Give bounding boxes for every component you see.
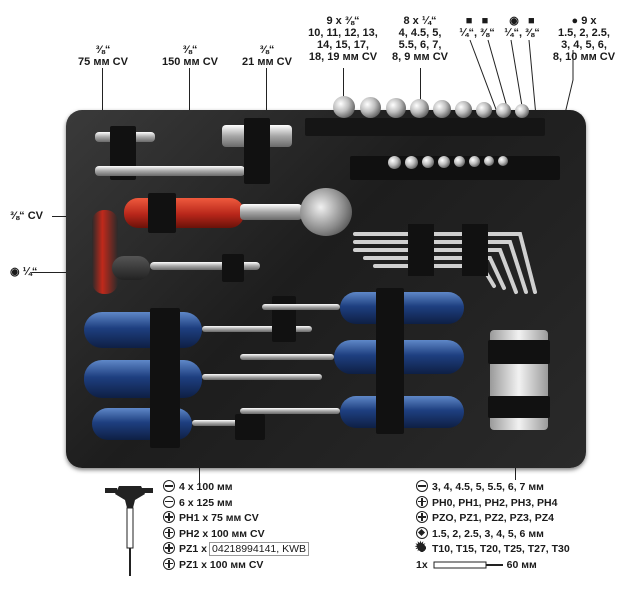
legend-text: PZ1 x 100 мм CV bbox=[179, 558, 264, 571]
slotted-icon bbox=[163, 495, 175, 508]
slotted-icon bbox=[163, 480, 175, 492]
legend-row: 4 x 100 мм bbox=[163, 480, 309, 496]
small-socket-icon bbox=[484, 156, 494, 166]
legend-text: 1.5, 2, 2.5, 3, 4, 5, 6 мм bbox=[432, 527, 544, 540]
screwdriver-handle-drawing bbox=[105, 486, 153, 576]
sockets-14-label: 8 x ¼“ 4, 4.5, 5, 5.5, 6, 7, 8, 9 мм CV bbox=[391, 15, 448, 63]
legend-text: 60 мм bbox=[506, 558, 537, 571]
small-socket-icon bbox=[498, 156, 508, 166]
screwdriver-shaft-icon bbox=[262, 304, 340, 310]
pozidriv-icon bbox=[416, 511, 428, 523]
legend-text: PH0, PH1, PH2, PH3, PH4 bbox=[432, 496, 558, 509]
extension-150-label: ⅜“ 150 мм CV bbox=[161, 44, 219, 68]
legend-text: T10, T15, T20, T25, T27, T30 bbox=[432, 543, 570, 555]
strap bbox=[488, 340, 550, 364]
small-socket-icon bbox=[454, 156, 465, 167]
phillips-icon bbox=[163, 526, 175, 539]
strap bbox=[148, 193, 176, 233]
legend-row: PH1 x 75 мм CV bbox=[163, 511, 309, 527]
legend-row: 3, 4, 4.5, 5, 5.5, 6, 7 мм bbox=[416, 480, 570, 496]
small-socket-icon bbox=[469, 156, 480, 167]
screwdriver-handle-icon bbox=[84, 360, 202, 398]
strap bbox=[235, 414, 265, 440]
socket-icon bbox=[476, 102, 492, 118]
leader-line bbox=[266, 68, 267, 140]
socket-icon bbox=[515, 104, 529, 118]
legend-text: 4 x 100 мм bbox=[179, 481, 233, 493]
legend-row: 1x 60 мм bbox=[416, 558, 570, 574]
phillips-icon bbox=[163, 511, 175, 523]
sockets-38-label: 9 x ⅜“ 10, 11, 12, 13, 14, 15, 17, 18, 1… bbox=[308, 15, 378, 63]
legend-right: 3, 4, 4.5, 5, 5.5, 6, 7 мм PH0, PH1, PH2… bbox=[415, 480, 570, 574]
driver-shaft-icon bbox=[150, 262, 260, 270]
small-socket-icon bbox=[422, 156, 434, 168]
socket-icon bbox=[386, 98, 406, 118]
socket-icon bbox=[360, 97, 381, 118]
socket-icon bbox=[433, 100, 451, 118]
hex-icon bbox=[416, 526, 428, 539]
extension-150-icon bbox=[95, 166, 245, 176]
slotted-icon bbox=[416, 480, 428, 492]
hex-keys-icon bbox=[353, 224, 537, 294]
legend-text: PZO, PZ1, PZ2, PZ3, PZ4 bbox=[432, 512, 554, 524]
legend-text: PH1 x 75 мм CV bbox=[179, 512, 259, 524]
small-socket-icon bbox=[388, 156, 401, 169]
torx-icon bbox=[415, 539, 428, 555]
small-socket-icon bbox=[405, 156, 418, 169]
strap bbox=[488, 396, 550, 418]
ratchet-label: ⅜“ CV bbox=[10, 210, 44, 222]
bit-holder-small-icon bbox=[433, 561, 503, 569]
screwdriver-shaft-icon bbox=[240, 354, 334, 360]
driver-label: ◉ ¼“ bbox=[10, 266, 38, 278]
pozidriv-icon bbox=[163, 542, 175, 554]
legend-text: PZ1 x bbox=[179, 543, 208, 555]
phillips-icon bbox=[416, 495, 428, 508]
extension-75-label: ⅜“ 75 мм CV bbox=[78, 44, 128, 68]
legend-text: 3, 4, 4.5, 5, 5.5, 6, 7 мм bbox=[432, 481, 544, 493]
legend-row: T10, T15, T20, T25, T27, T30 bbox=[415, 539, 570, 558]
hex-keys-label: ● 9 x 1.5, 2, 2.5, 3, 4, 5, 6, 8, 10 мм … bbox=[552, 15, 616, 63]
legend-text: 1x bbox=[416, 558, 428, 571]
strap bbox=[222, 254, 244, 282]
leader-line bbox=[102, 68, 103, 132]
legend-row: PZO, PZ1, PZ2, PZ3, PZ4 bbox=[416, 511, 570, 527]
screwdriver-handle-icon bbox=[84, 312, 202, 348]
pozidriv-icon bbox=[163, 557, 175, 570]
leader-line bbox=[343, 68, 344, 98]
extension-21-label: ⅜“ 21 мм CV bbox=[242, 44, 292, 68]
article-code-box[interactable]: 04218994141, KWB bbox=[209, 542, 310, 556]
legend-text: PH2 x 100 мм CV bbox=[179, 527, 265, 540]
strap bbox=[272, 296, 296, 342]
ratchet-shaft-icon bbox=[240, 204, 302, 220]
socket-icon bbox=[333, 96, 355, 118]
screwdriver-shaft-icon bbox=[202, 374, 322, 380]
ratchet-head-icon bbox=[300, 188, 352, 236]
legend-row: PH2 x 100 мм CV bbox=[163, 526, 309, 543]
socket-icon bbox=[496, 103, 511, 118]
legend-row: 6 x 125 мм bbox=[163, 495, 309, 512]
screwdriver-shaft-icon bbox=[202, 326, 312, 332]
strap bbox=[244, 118, 270, 184]
screwdriver-shaft-icon bbox=[192, 420, 262, 426]
socket-strip bbox=[305, 118, 545, 136]
strap bbox=[150, 308, 180, 448]
adapters-label-b: ◉ ■ ¼“, ⅜“ bbox=[504, 15, 540, 39]
legend-row: PH0, PH1, PH2, PH3, PH4 bbox=[416, 495, 570, 512]
small-socket-icon bbox=[438, 156, 450, 168]
driver-grip-icon bbox=[112, 256, 150, 280]
legend-text: 6 x 125 мм bbox=[179, 496, 233, 509]
legend-row: PZ1 x 100 мм CV bbox=[163, 557, 309, 574]
screwdriver-shaft-icon bbox=[240, 408, 340, 414]
adapters-label-a: ■ ■ ¼“, ⅜“ bbox=[459, 15, 495, 39]
socket-icon bbox=[455, 101, 472, 118]
ratchet-handle-icon bbox=[124, 198, 244, 228]
legend-row: 1.5, 2, 2.5, 3, 4, 5, 6 мм bbox=[416, 526, 570, 543]
legend-left: 4 x 100 мм 6 x 125 мм PH1 x 75 мм CV PH2… bbox=[163, 480, 310, 574]
strap bbox=[376, 288, 404, 434]
socket-icon bbox=[410, 99, 429, 118]
t-handle-icon bbox=[92, 210, 118, 294]
